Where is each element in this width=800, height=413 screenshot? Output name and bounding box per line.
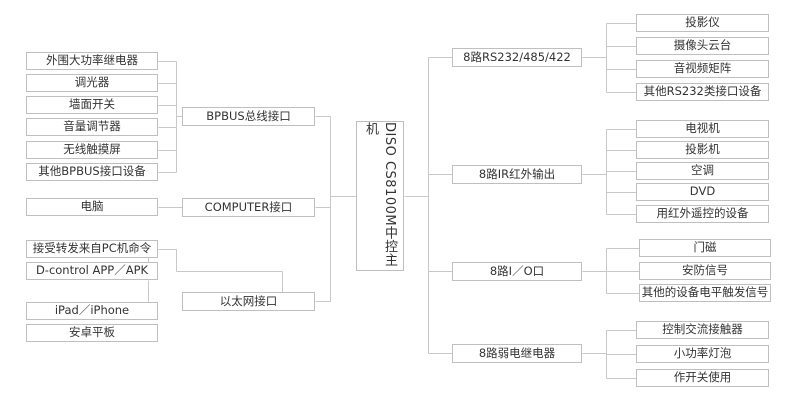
left-leaf: 墙面开关 (26, 96, 158, 114)
right-leaf: 作开关使用 (636, 369, 769, 387)
right-leaf: 门磁 (639, 239, 771, 257)
right-leaf: 音视频矩阵 (636, 60, 769, 78)
left-leaf: 接受转发来自PC机命令 (26, 240, 158, 258)
left-leaf: 调光器 (26, 74, 158, 92)
left-leaf: 其他BPBUS接口设备 (26, 163, 158, 181)
left-leaf: 电脑 (26, 198, 158, 216)
right-node-relay: 8路弱电继电器 (452, 344, 582, 363)
right-leaf: 用红外遥控的设备 (636, 205, 769, 223)
right-leaf: 空调 (636, 162, 769, 180)
left-node-ethernet: 以太网接口 (182, 292, 315, 311)
left-leaf: 安卓平板 (26, 324, 158, 342)
right-leaf: 摄像头云台 (636, 37, 769, 55)
right-leaf: 投影机 (636, 141, 769, 159)
right-leaf: 投影仪 (636, 14, 769, 32)
right-node-io: 8路I／O口 (452, 262, 582, 281)
left-leaf: 音量调节器 (26, 118, 158, 136)
left-node-computer: COMPUTER接口 (182, 198, 315, 217)
right-leaf: 控制交流接触器 (636, 321, 769, 339)
right-leaf: 小功率灯泡 (636, 345, 769, 363)
right-leaf: DVD (636, 183, 769, 201)
left-leaf: D-control APP／APK (26, 262, 158, 280)
left-leaf: 无线触摸屏 (26, 141, 158, 159)
center-title: DISO CS8100M中控主机 (363, 122, 397, 267)
left-node-bpbus: BPBUS总线接口 (182, 107, 315, 126)
center-node: DISO CS8100M中控主机 (356, 121, 404, 271)
right-leaf: 其他RS232类接口设备 (636, 83, 769, 101)
right-leaf: 电视机 (636, 120, 769, 138)
right-leaf: 其他的设备电平触发信号 (639, 284, 771, 302)
right-node-ir: 8路IR红外输出 (452, 165, 582, 184)
right-node-rs232: 8路RS232/485/422 (452, 48, 582, 67)
left-leaf: 外围大功率继电器 (26, 52, 158, 70)
right-leaf: 安防信号 (639, 262, 771, 280)
left-leaf: iPad／iPhone (26, 302, 158, 320)
